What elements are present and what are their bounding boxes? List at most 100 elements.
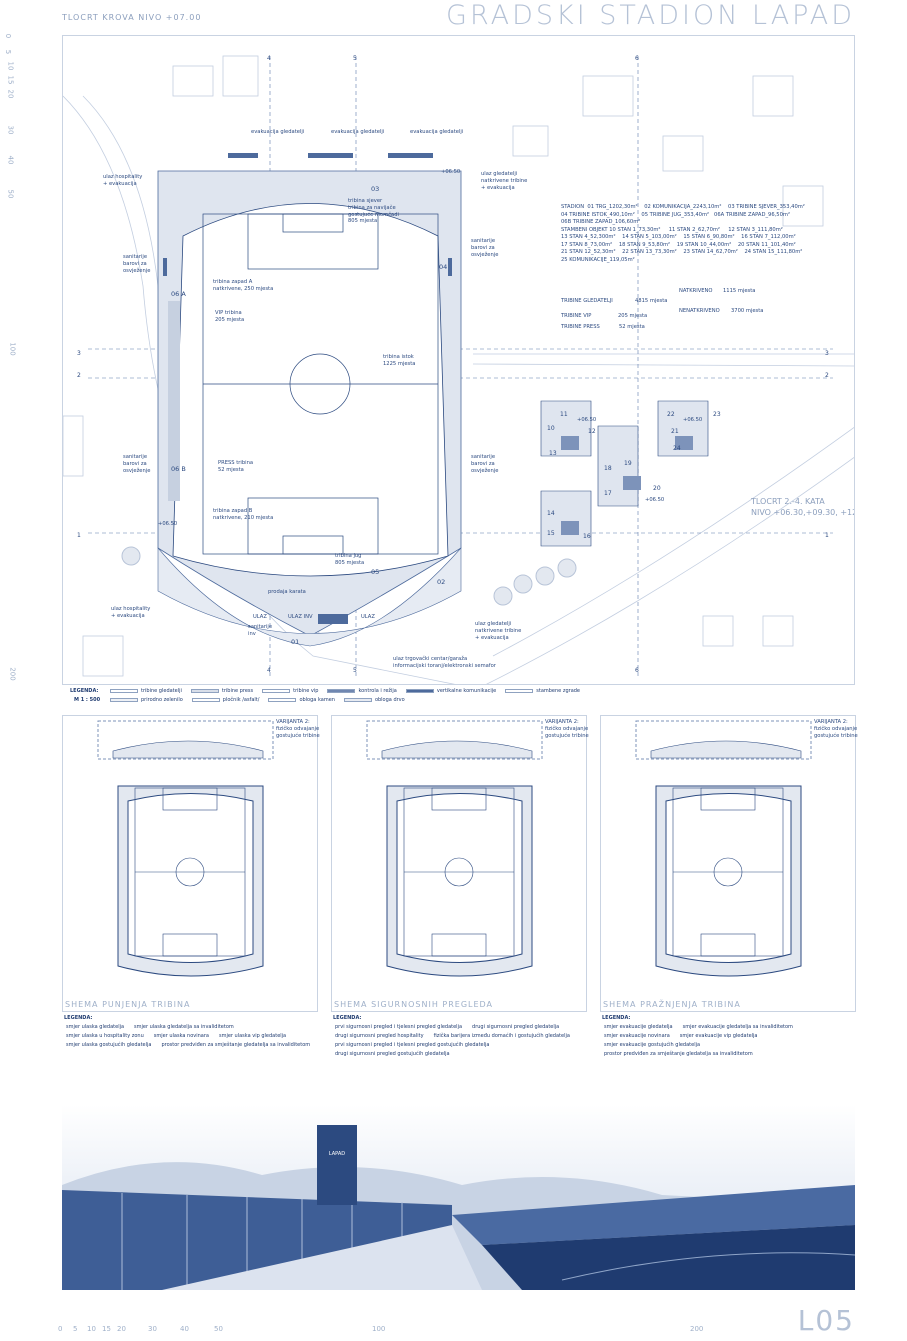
legend-item: tribine vip xyxy=(262,688,318,694)
section-marker: 4 xyxy=(267,55,271,62)
legend-label: tribine gledatelji xyxy=(141,688,182,694)
plan-label-lvl2: +06.50 xyxy=(158,521,178,527)
plan-label-jug: tribina jug 805 mjesta xyxy=(335,553,365,566)
scheme-legend-item: smjer evakuacije gledatelja xyxy=(604,1024,673,1030)
plan-label-trgovacki: ulaz trgovački centar/garaža informacijs… xyxy=(393,656,496,669)
scheme-panel: VARIJANTA 2: fizičko odvajanje gostujuće… xyxy=(62,715,320,1012)
legend-label: tribine press xyxy=(221,688,254,694)
scheme-legend-item: smjer evakuacije vip gledatelja xyxy=(679,1033,758,1039)
scale-mark: 200 xyxy=(690,1325,704,1333)
scheme-drawing xyxy=(97,720,274,977)
plan-label-zapad_b: tribina zapad B natkrivene, 210 mjesta xyxy=(213,508,274,521)
plan-label-n01: 01 xyxy=(291,638,300,646)
area-schedule-row: 04 TRIBINE ISTOK_490,10m² 05 TRIBINE JUG… xyxy=(561,211,791,218)
plan-label-ulaz_natk_top: ulaz gledatelji natkrivene tribine + eva… xyxy=(481,171,528,191)
apartment-number: 15 xyxy=(547,530,555,537)
floor-plan-title: TLOCRT 2.-4. KATA xyxy=(751,497,825,506)
capacity-gledatelji_label: TRIBINE GLEDATELJI xyxy=(561,298,613,304)
apartment-number: 24 xyxy=(673,445,681,452)
scheme-panel: VARIJANTA 2: fizičko odvajanje gostujuće… xyxy=(331,715,589,1012)
scheme-title: SHEMA SIGURNOSNIH PREGLEDA xyxy=(334,1000,494,1009)
plan-label-lvl5: +06.50 xyxy=(645,497,665,503)
legend-swatch xyxy=(268,698,297,702)
scheme-variant: VARIJANTA 2: fizičko odvajanje gostujuće… xyxy=(814,719,858,739)
area-schedule-row: 21 STAN 12_52,30m² 22 STAN 13_73,30m² 23… xyxy=(561,249,803,255)
scale-mark: 100 xyxy=(8,342,17,356)
apartment-number: 19 xyxy=(624,460,632,467)
scale-mark: 40 xyxy=(180,1325,189,1333)
legend-swatch xyxy=(505,689,534,693)
scheme-legend-item: smjer evakuacije novinara xyxy=(604,1033,670,1039)
area-schedule-row: STAMBENI OBJEKT 10 STAN 1_73,30m² 11 STA… xyxy=(561,226,783,233)
apartment-number: 22 xyxy=(667,411,675,418)
plan-label-n06a: 06 A xyxy=(171,290,186,298)
scale-mark: 0 xyxy=(58,1325,63,1333)
scale-mark: 30 xyxy=(6,125,15,135)
section-marker: 5 xyxy=(353,667,357,674)
area-schedule-row: 06B TRIBINE ZAPAD_106,60m² xyxy=(561,219,641,225)
legend-label: obloga kamen xyxy=(299,697,335,703)
scheme-legend-title: LEGENDA: xyxy=(602,1015,631,1021)
plan-label-lvl1: +06.50 xyxy=(441,169,461,175)
capacity-natkriveno_label: NATKRIVENO xyxy=(679,288,713,294)
legend-scale: M 1 : 500 xyxy=(74,697,101,703)
sheet-number: L05 xyxy=(797,1304,855,1337)
scale-mark: 50 xyxy=(6,189,15,199)
scheme-legend-title: LEGENDA: xyxy=(333,1015,362,1021)
legend-swatch xyxy=(343,698,372,702)
apartment-number: 18 xyxy=(604,465,612,472)
apartment-number: 13 xyxy=(549,450,557,457)
legend-item: obloga kamen xyxy=(268,697,335,703)
capacity-press_label: TRIBINE PRESS xyxy=(561,324,600,330)
scale-mark: 50 xyxy=(214,1325,223,1333)
site-plan-drawing xyxy=(63,55,854,684)
scale-mark: 10 xyxy=(87,1325,96,1333)
legend-swatch xyxy=(405,689,434,693)
scale-mark: 20 xyxy=(117,1325,126,1333)
plan-label-evak3: evakuacija gledatelji xyxy=(410,129,464,135)
legend-item: tribine gledatelji xyxy=(110,688,182,694)
legend-item: tribine press xyxy=(190,688,254,694)
section-marker: 3 xyxy=(77,350,81,357)
scale-mark: 30 xyxy=(148,1325,157,1333)
legend-title: LEGENDA: xyxy=(70,688,99,694)
scheme-title: SHEMA PUNJENJA TRIBINA xyxy=(65,1000,191,1009)
scheme-legend-item: fizička barijera između domaćih i gostuj… xyxy=(433,1033,570,1039)
scheme-legend-item: prvi sigurnosni pregled i tjelesni pregl… xyxy=(335,1042,490,1048)
plan-label-n03: 03 xyxy=(371,185,380,193)
legend-item: obloga drvo xyxy=(343,697,405,703)
area-schedule-row: 17 STAN 8_73,00m² 18 STAN 9_53,80m² 19 S… xyxy=(561,241,796,248)
plan-label-ulaz_hosp_top: ulaz hospitality + evakuacija xyxy=(103,174,143,187)
legend-item: prirodno zelenilo xyxy=(110,697,183,703)
capacity-press: 52 mjesta xyxy=(619,324,645,330)
scale-mark: 15 xyxy=(102,1325,111,1333)
plan-label-n06b: 06 B xyxy=(171,465,186,473)
scheme-legend-item: smjer ulaska gledatelja sa invaliditetom xyxy=(134,1024,234,1030)
scale-mark: 40 xyxy=(6,155,15,165)
plan-label-evak1: evakuacija gledatelji xyxy=(251,129,305,135)
scale-mark: 15 xyxy=(6,75,15,85)
scheme-variant: VARIJANTA 2: fizičko odvajanje gostujuće… xyxy=(276,719,320,739)
scheme-legend-item: prvi sigurnosni pregled i tjelesni pregl… xyxy=(335,1024,463,1030)
area-schedule-row: 13 STAN 4_52,300m² 14 STAN 5_103,00m² 15… xyxy=(561,234,796,240)
apartment-number: 12 xyxy=(588,428,596,435)
apartment-number: 17 xyxy=(604,490,612,497)
scheme-legend-item: prostor predviđen za smještanje gledatel… xyxy=(604,1051,753,1057)
plan-label-san1: sanitarije barovi za osvježenje xyxy=(123,254,151,274)
plan-label-lvl3: +06.50 xyxy=(577,417,597,423)
scale-mark: 5 xyxy=(4,49,13,55)
legend-swatch xyxy=(110,698,138,702)
sheet-title: GRADSKI STADION LAPAD xyxy=(446,0,855,31)
section-marker: 3 xyxy=(825,350,829,357)
legend-label: tribine vip xyxy=(293,688,319,694)
area-schedule-row: 25 KOMUNIKACIJE_119,05m² xyxy=(561,256,635,263)
plan-label-n05: 05 xyxy=(371,568,380,576)
scheme-legend-item: smjer ulaska novinara xyxy=(153,1033,209,1039)
plan-label-lvl4: +06.50 xyxy=(683,417,703,423)
capacity-gledatelji: 4815 mjesta xyxy=(635,298,668,304)
scheme-legend-title: LEGENDA: xyxy=(64,1015,93,1021)
legend-label: prirodno zelenilo xyxy=(141,697,183,703)
section-marker: 1 xyxy=(825,532,829,539)
